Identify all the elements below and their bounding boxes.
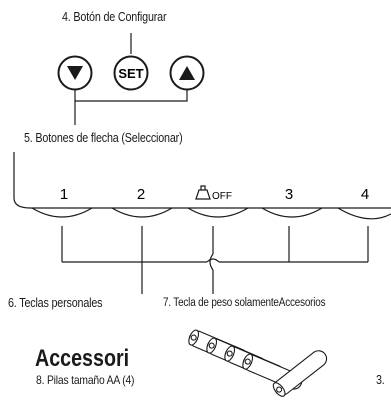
set-button[interactable]: SET xyxy=(113,55,149,91)
personal-key-2[interactable] xyxy=(111,207,173,218)
battery-icon xyxy=(188,329,328,397)
weight-key-text: 7. Tecla de peso solamente xyxy=(163,297,279,309)
up-triangle-icon xyxy=(179,66,195,80)
personal-key-1[interactable] xyxy=(31,207,93,218)
partial-callout: 3. xyxy=(376,373,385,387)
weight-icon xyxy=(195,185,211,200)
accessories-inline-text: Accesorios xyxy=(278,297,326,309)
weight-only-key[interactable] xyxy=(187,207,249,218)
key-label-2: 2 xyxy=(137,186,145,203)
set-button-label: SET xyxy=(118,66,143,81)
personal-key-4[interactable] xyxy=(337,207,391,220)
arrow-buttons-callout: 5. Botones de flecha (Seleccionar) xyxy=(24,131,183,145)
key-label-off: OFF xyxy=(212,191,232,202)
key-label-4: 4 xyxy=(361,186,369,203)
personal-keys-callout: 6. Teclas personales xyxy=(8,296,103,310)
personal-key-3[interactable] xyxy=(261,207,323,218)
batteries-callout: 8. Pilas tamaño AA (4) xyxy=(36,373,135,387)
set-button-callout: 4. Botón de Configurar xyxy=(62,10,167,24)
down-arrow-button[interactable] xyxy=(57,55,93,91)
down-triangle-icon xyxy=(67,66,83,80)
key-label-1: 1 xyxy=(60,186,68,203)
key-label-3: 3 xyxy=(285,186,293,203)
section-heading: Accessori xyxy=(35,345,130,372)
up-arrow-button[interactable] xyxy=(169,55,205,91)
weight-key-callout: 7. Tecla de peso solamenteAccesorios xyxy=(163,297,326,309)
